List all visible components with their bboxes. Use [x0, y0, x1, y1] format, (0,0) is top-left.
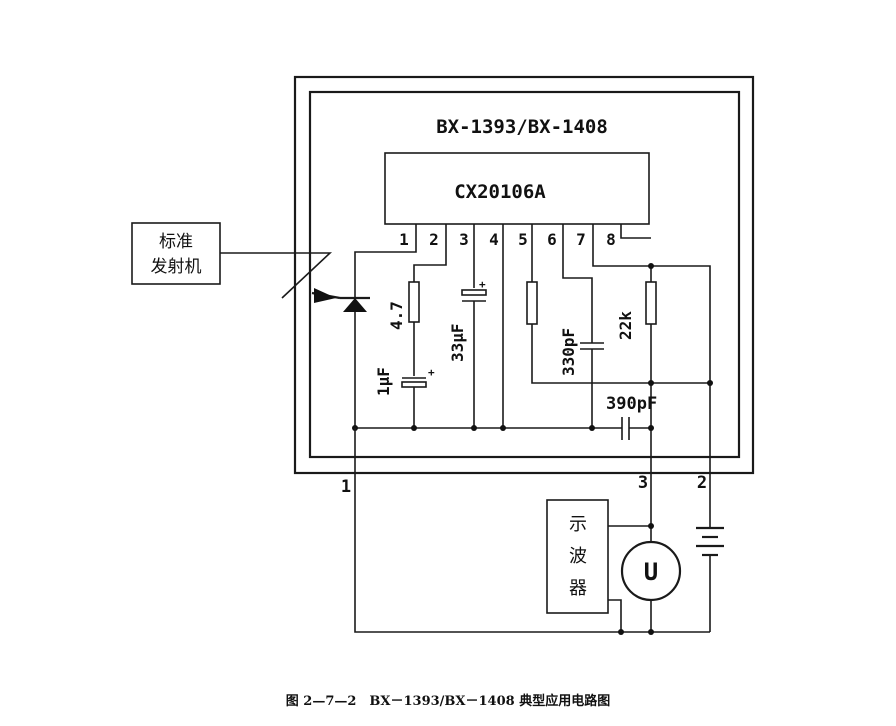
figure-caption: 图 2—7—2 BX－1393/BX－1408 典型应用电路图	[285, 694, 611, 709]
capacitor-330pF	[580, 342, 604, 350]
transmitter-label-line2: 发射机	[151, 257, 202, 277]
resistor-4.7	[408, 281, 420, 323]
module-inner-frame	[308, 90, 741, 459]
resistor-pin5	[526, 281, 538, 325]
transmitter-signal-wire	[220, 252, 333, 299]
pin-label-7: 7	[576, 230, 586, 249]
svg-text:+: +	[428, 366, 435, 379]
pin6-wire	[562, 224, 593, 343]
resistor-22k	[645, 281, 657, 325]
terminal-3-label: 3	[638, 473, 648, 493]
terminal-1-label: 1	[341, 477, 351, 497]
label-4.7: 4.7	[387, 301, 406, 330]
pin-label-5: 5	[518, 230, 528, 249]
pin8-wire	[620, 224, 651, 239]
oscilloscope-ground-wire	[608, 599, 622, 632]
pin2-wire	[413, 224, 447, 282]
circuit-diagram: BX-1393/BX-1408 CX20106A 1 2 3 4 5 6 7 8…	[131, 75, 755, 635]
pin-label-8: 8	[606, 230, 616, 249]
label-22k: 22k	[616, 311, 635, 340]
photodiode	[311, 280, 370, 428]
oscilloscope-label-3: 器	[569, 578, 587, 599]
transmitter-label-line1: 标准	[159, 232, 193, 252]
oscilloscope-label-2: 波	[569, 546, 587, 567]
capacitor-1uF: +	[401, 366, 435, 388]
pin-label-2: 2	[429, 230, 439, 249]
terminal-2-label: 2	[697, 473, 707, 493]
label-330pF: 330pF	[559, 328, 578, 376]
label-390pF: 390pF	[606, 394, 657, 414]
module-title: BX-1393/BX-1408	[436, 116, 608, 138]
pin-label-4: 4	[489, 230, 499, 249]
capacitor-390pF	[621, 417, 630, 440]
label-1uF: 1μF	[374, 367, 393, 396]
label-33uF: 33μF	[448, 323, 467, 362]
module-outer-frame	[293, 75, 755, 475]
voltmeter-label: U	[644, 558, 658, 586]
pin1-wire	[354, 224, 417, 280]
svg-text:+: +	[479, 278, 486, 291]
pin-label-1: 1	[399, 230, 409, 249]
pin-label-3: 3	[459, 230, 469, 249]
terminal-1-wire	[354, 428, 710, 633]
oscilloscope-label-1: 示	[569, 514, 587, 535]
battery	[696, 526, 724, 557]
oscilloscope-box	[546, 499, 609, 614]
ic-chip	[384, 152, 650, 225]
ic-label: CX20106A	[454, 181, 546, 203]
pin-label-6: 6	[547, 230, 557, 249]
